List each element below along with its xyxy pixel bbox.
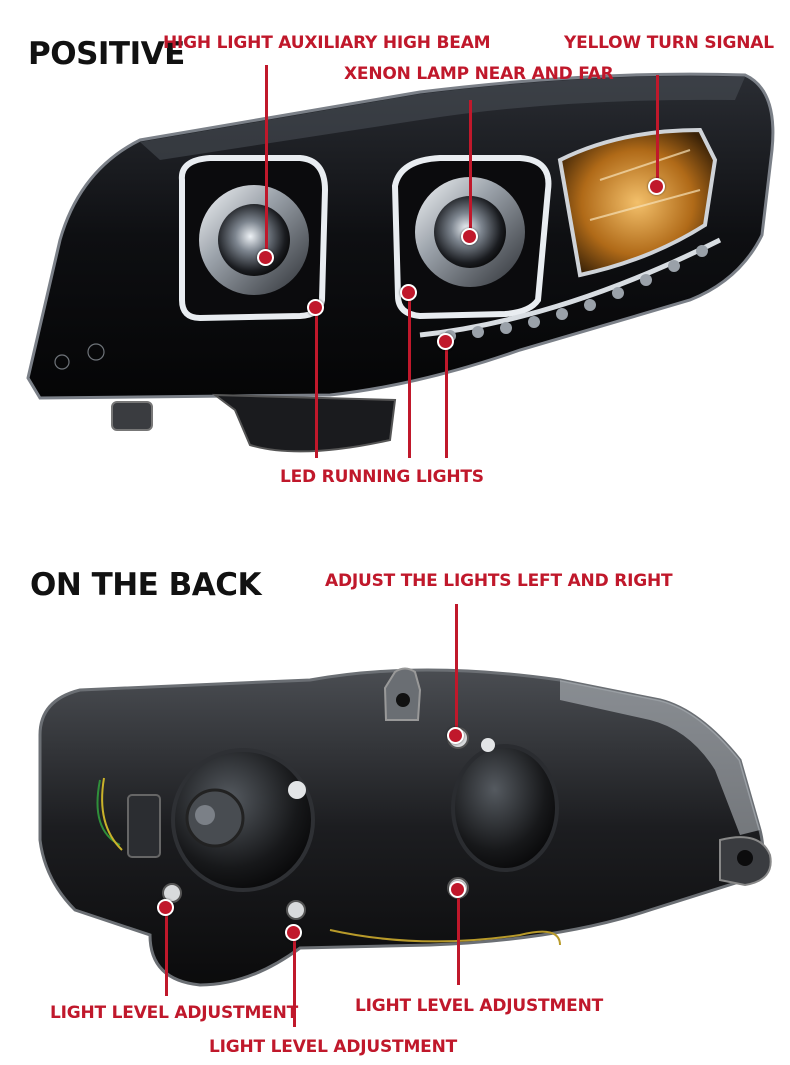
callout-level-bottom: LIGHT LEVEL ADJUSTMENT (209, 1037, 458, 1057)
leader-high-beam (265, 65, 268, 255)
headlight-back-view (38, 667, 772, 987)
callout-turn-signal: YELLOW TURN SIGNAL (564, 33, 774, 53)
marker-led-1 (307, 299, 324, 316)
leader-xenon (469, 100, 472, 235)
leader-led-2 (408, 294, 411, 458)
marker-turn-signal (648, 178, 665, 195)
callout-level-right: LIGHT LEVEL ADJUSTMENT (355, 996, 604, 1016)
leader-level-right (457, 890, 460, 985)
leader-level-left (165, 908, 168, 996)
callout-high-beam: HIGH LIGHT AUXILIARY HIGH BEAM (163, 33, 491, 53)
leader-led-3 (445, 342, 448, 458)
callout-level-left: LIGHT LEVEL ADJUSTMENT (50, 1003, 299, 1023)
callout-adjust-left-right: ADJUST THE LIGHTS LEFT AND RIGHT (325, 571, 673, 591)
leader-adjust-lr (455, 604, 458, 734)
marker-high-beam (257, 249, 274, 266)
marker-xenon (461, 228, 478, 245)
back-view-heading: ON THE BACK (30, 567, 262, 603)
marker-level-left (157, 899, 174, 916)
marker-level-bottom (285, 924, 302, 941)
marker-led-3 (437, 333, 454, 350)
callout-xenon-lamp: XENON LAMP NEAR AND FAR (344, 64, 614, 84)
callout-led-running: LED RUNNING LIGHTS (280, 467, 484, 487)
leader-level-bottom (293, 932, 296, 1027)
headlight-front-view (26, 72, 775, 453)
marker-adjust-lr (447, 727, 464, 744)
front-view-heading: POSITIVE (28, 36, 185, 72)
leader-led-1 (315, 310, 318, 458)
marker-led-2 (400, 284, 417, 301)
marker-level-right (449, 881, 466, 898)
leader-turn-signal (656, 75, 659, 185)
